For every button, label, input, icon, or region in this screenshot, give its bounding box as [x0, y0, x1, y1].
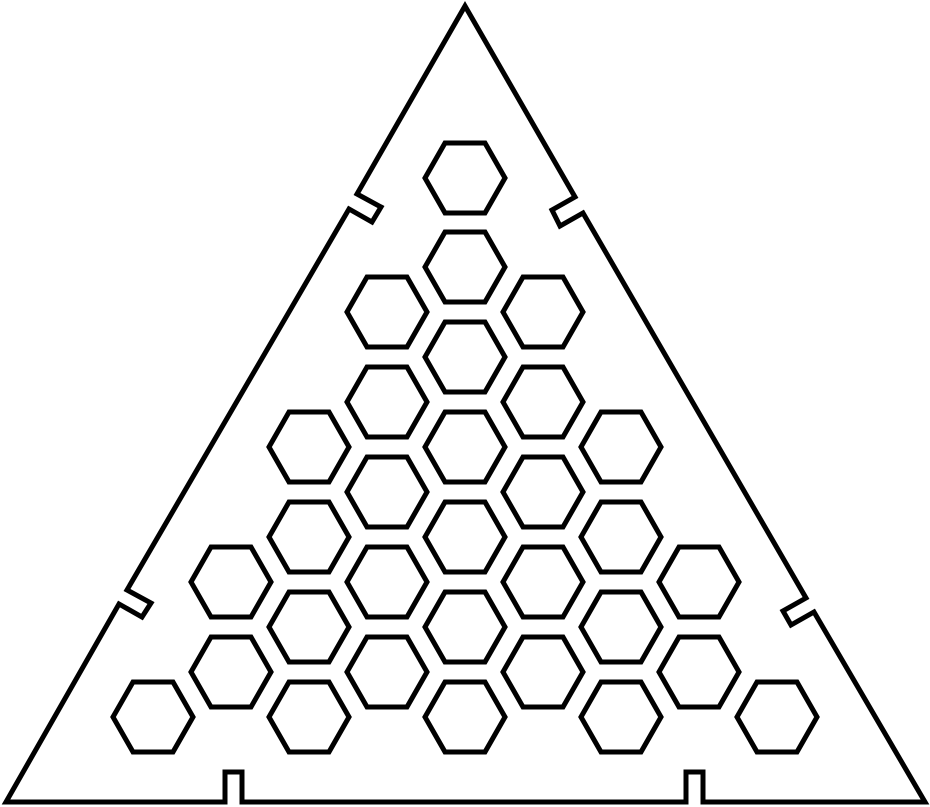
hexagon-hole: [422, 319, 508, 395]
hexagon-hole: [500, 544, 586, 620]
hexagon-hole: [422, 589, 508, 665]
hexagon-hole: [344, 634, 430, 710]
hexagon-hole: [500, 454, 586, 530]
hexagon-hole: [266, 499, 352, 575]
hexagon-hole: [656, 634, 742, 710]
hexagon-hole: [344, 364, 430, 440]
hexagon-hole: [422, 679, 508, 755]
hexagon-hole: [578, 679, 664, 755]
hexagon-hole: [344, 274, 430, 350]
hexagon-hole: [266, 679, 352, 755]
hexagon-hole: [422, 229, 508, 305]
hexagon-hole: [500, 364, 586, 440]
hexagon-hole: [734, 679, 820, 755]
hexagon-hole: [344, 454, 430, 530]
hexagon-hole: [422, 409, 508, 485]
hexagon-hole: [422, 140, 508, 216]
hexagon-hole: [500, 634, 586, 710]
hexagon-hole: [578, 589, 664, 665]
hexagon-hole: [266, 589, 352, 665]
hexagon-hole: [188, 544, 274, 620]
hexagon-hole-group: [110, 140, 820, 755]
hexagon-hole: [578, 409, 664, 485]
hexagon-hole: [110, 679, 196, 755]
hexagon-hole: [500, 274, 586, 350]
hexagon-hole: [422, 499, 508, 575]
hexagon-hole: [344, 544, 430, 620]
hexagon-hole: [578, 499, 664, 575]
hexagon-hole: [188, 634, 274, 710]
hexagon-hole: [656, 544, 742, 620]
hexagon-hole: [266, 409, 352, 485]
